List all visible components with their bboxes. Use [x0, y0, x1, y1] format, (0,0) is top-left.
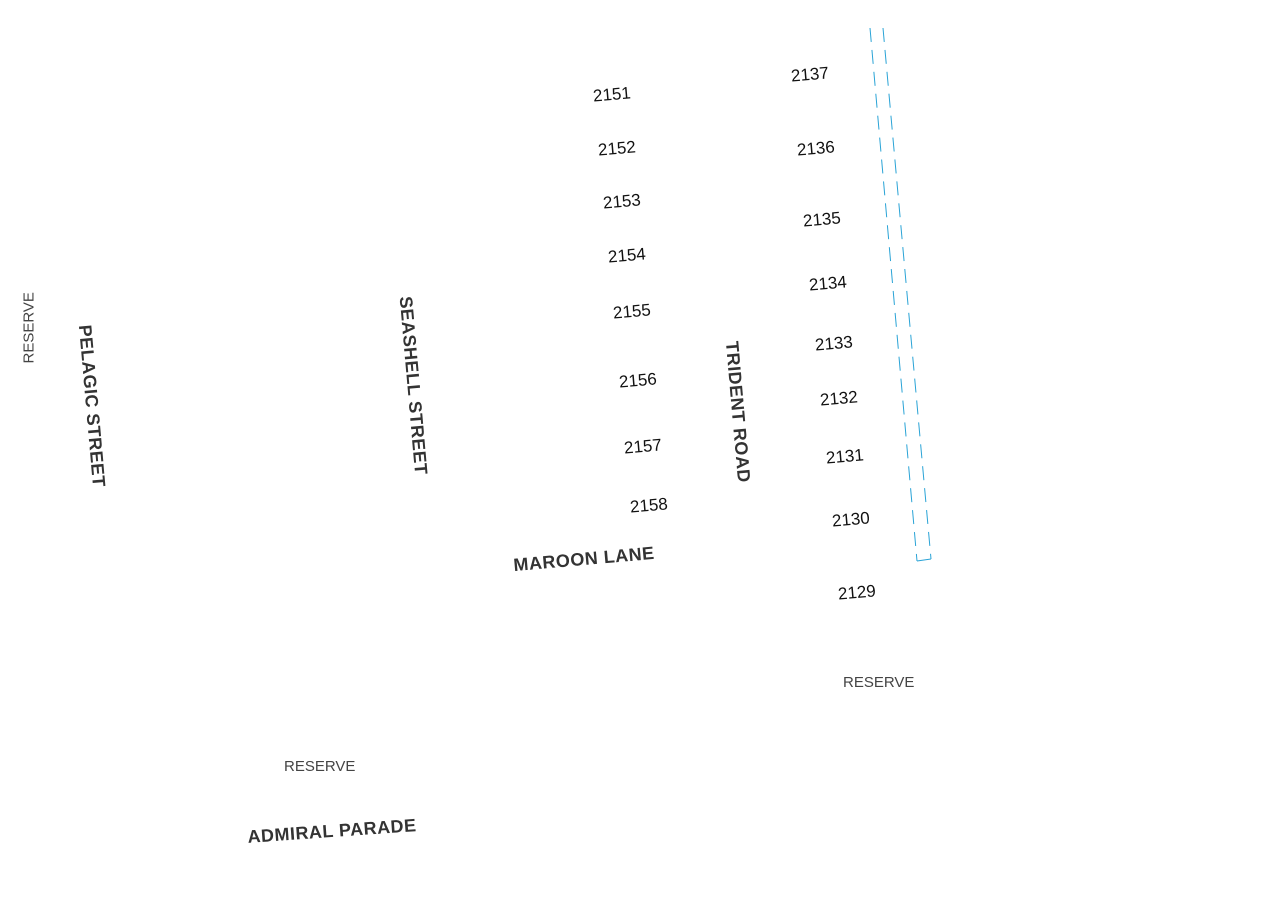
reserve-label-south: RESERVE	[284, 758, 356, 775]
parcel-label[interactable]: 2129	[837, 581, 877, 604]
parcel-label[interactable]: 2135	[802, 208, 842, 231]
parcel-label[interactable]: 2136	[796, 137, 836, 160]
easement-right-edge	[882, 27, 932, 560]
easement-left-edge	[869, 27, 918, 562]
parcel-label[interactable]: 2130	[831, 508, 871, 531]
parcel-label[interactable]: 2152	[597, 137, 637, 160]
parcel-label[interactable]: 2154	[607, 244, 647, 267]
parcel-label[interactable]: 2132	[819, 387, 859, 410]
reserve-label-southeast: RESERVE	[843, 674, 915, 691]
parcel-label[interactable]: 2155	[612, 300, 652, 323]
parcel-label[interactable]: 2137	[790, 63, 830, 86]
parcel-label[interactable]: 2134	[808, 272, 848, 295]
parcel-label[interactable]: 2131	[825, 445, 865, 468]
parcel-label[interactable]: 2133	[814, 332, 854, 355]
parcel-label[interactable]: 2151	[592, 83, 632, 106]
parcel-label[interactable]: 2158	[629, 494, 669, 517]
easement-end-cap	[916, 558, 932, 562]
reserve-label-west: RESERVE	[20, 292, 38, 364]
parcel-label[interactable]: 2156	[618, 369, 658, 392]
parcel-label[interactable]: 2153	[602, 190, 642, 213]
parcel-label[interactable]: 2157	[623, 435, 663, 458]
